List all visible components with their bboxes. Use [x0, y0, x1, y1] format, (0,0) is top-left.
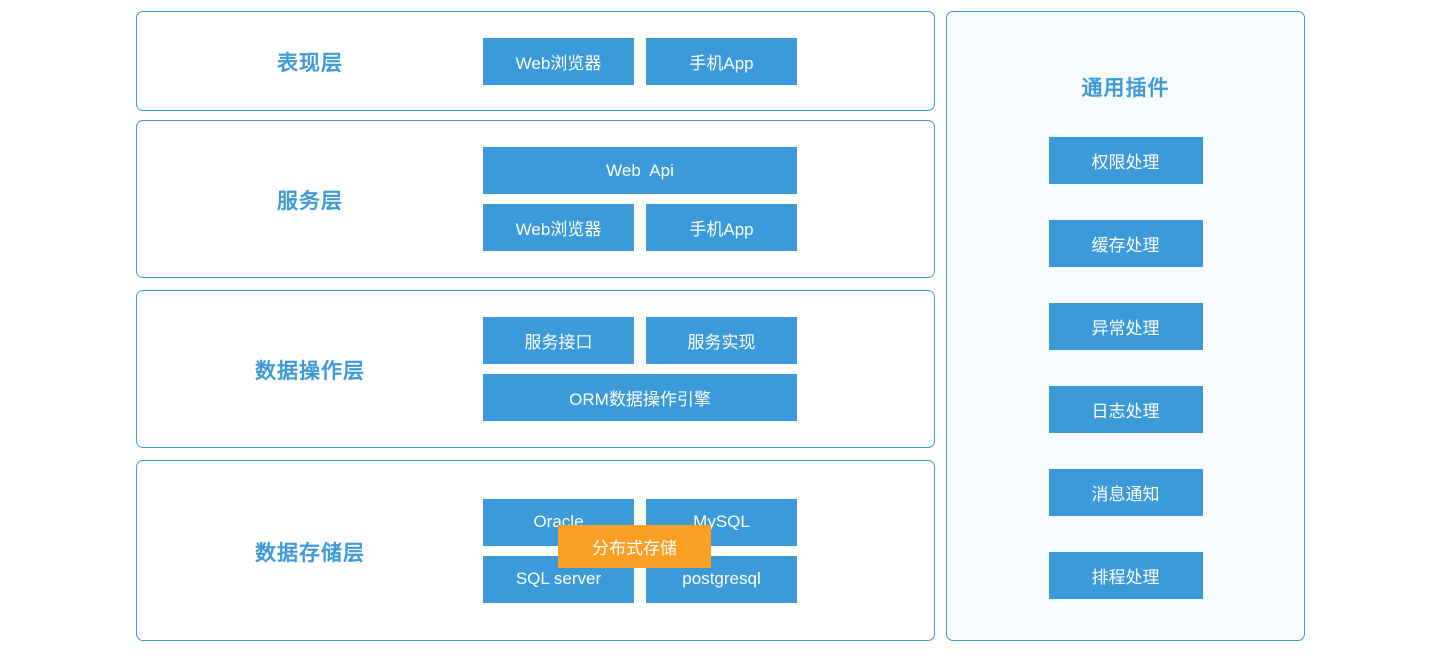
layer-component-box[interactable]: 手机App: [646, 37, 797, 85]
layer-component-box[interactable]: Web浏览器: [483, 37, 634, 85]
plugin-item[interactable]: 异常处理: [1048, 303, 1203, 350]
common-plugins-panel: 通用插件 权限处理缓存处理异常处理日志处理消息通知排程处理: [946, 11, 1305, 641]
plugin-item[interactable]: 缓存处理: [1048, 220, 1203, 267]
architecture-layer-panel: 数据操作层 服务接口服务实现 ORM数据操作引擎: [136, 290, 935, 448]
plugin-item[interactable]: 权限处理: [1048, 137, 1203, 184]
layer-title: 表现层: [277, 52, 343, 75]
layer-box-group: Web浏览器手机App: [483, 12, 936, 110]
plugin-item[interactable]: 日志处理: [1048, 386, 1203, 433]
layer-component-box[interactable]: postgresql: [646, 555, 797, 603]
distributed-storage-highlight[interactable]: 分布式存储: [558, 525, 711, 568]
layer-title: 数据存储层: [255, 541, 365, 565]
layer-box-group: 服务接口服务实现 ORM数据操作引擎: [483, 291, 936, 447]
layer-box-row: 服务接口服务实现: [483, 317, 797, 364]
layer-box-row: ORM数据操作引擎: [483, 374, 797, 421]
layer-box-row: Web Api: [483, 147, 797, 194]
layer-component-box[interactable]: Web Api: [483, 147, 797, 194]
layer-box-row: Web浏览器手机App: [483, 37, 797, 85]
layer-component-box[interactable]: ORM数据操作引擎: [483, 374, 797, 421]
layer-component-box[interactable]: 服务接口: [483, 317, 634, 364]
layer-component-box[interactable]: 手机App: [646, 204, 797, 251]
layer-title: 数据操作层: [255, 360, 365, 383]
layer-title: 服务层: [277, 190, 343, 213]
layer-box-row: Web浏览器手机App: [483, 204, 797, 251]
plugin-item[interactable]: 消息通知: [1048, 469, 1203, 516]
architecture-layer-panel: 表现层 Web浏览器手机App: [136, 11, 935, 111]
layer-component-box[interactable]: Web浏览器: [483, 204, 634, 251]
common-plugins-list: 权限处理缓存处理异常处理日志处理消息通知排程处理: [947, 137, 1304, 599]
plugin-item[interactable]: 排程处理: [1048, 552, 1203, 599]
common-plugins-title: 通用插件: [1081, 77, 1170, 100]
layer-component-box[interactable]: 服务实现: [646, 317, 797, 364]
